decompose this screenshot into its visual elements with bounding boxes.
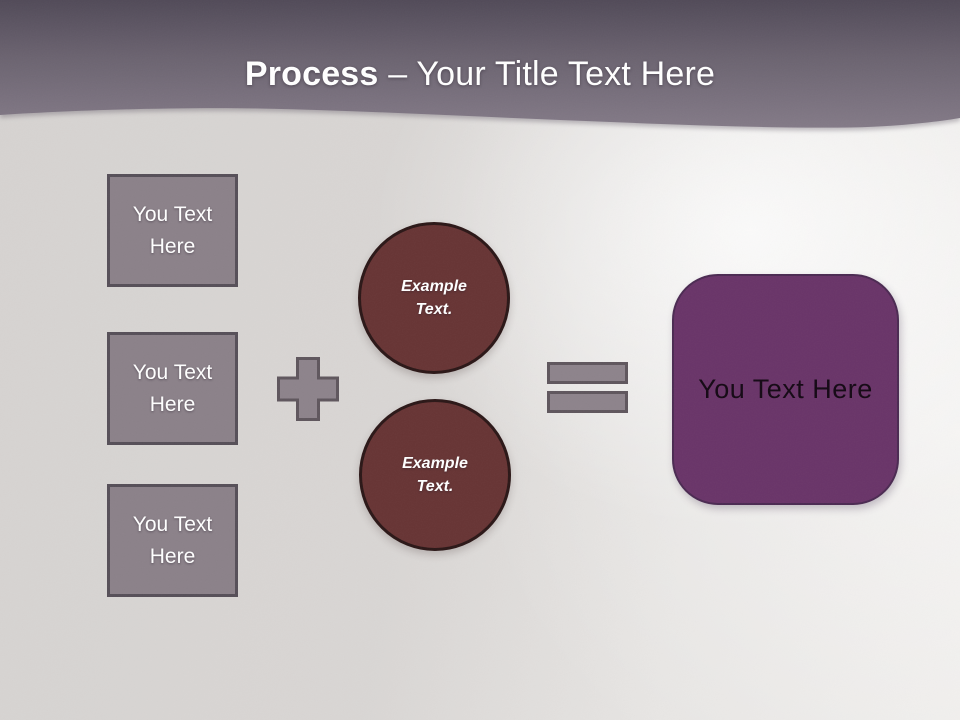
input-box-2: You Text Here xyxy=(107,332,238,445)
result-box-label: You Text Here xyxy=(698,374,873,404)
example-circle-1-label: Example Text. xyxy=(401,278,467,318)
plus-icon xyxy=(277,357,339,421)
input-box-2-label: You Text Here xyxy=(132,360,213,416)
input-box-3-label: You Text Here xyxy=(132,512,213,568)
input-box-1-label: You Text Here xyxy=(132,202,213,258)
example-circle-2: Example Text. xyxy=(359,399,511,551)
equals-bar-bottom xyxy=(547,391,628,413)
example-circle-1: Example Text. xyxy=(358,222,510,374)
equals-bar-top xyxy=(547,362,628,384)
result-box: You Text Here xyxy=(672,274,899,505)
equals-icon xyxy=(547,362,628,420)
title-emphasis: Process xyxy=(244,55,379,93)
input-box-1: You Text Here xyxy=(107,174,238,287)
example-circle-2-label: Example Text. xyxy=(402,455,468,495)
title-rest: Your Title Text Here xyxy=(416,55,716,93)
slide-title: Process – Your Title Text Here xyxy=(0,52,960,96)
input-box-3: You Text Here xyxy=(107,484,238,597)
title-separator: – xyxy=(388,55,408,93)
